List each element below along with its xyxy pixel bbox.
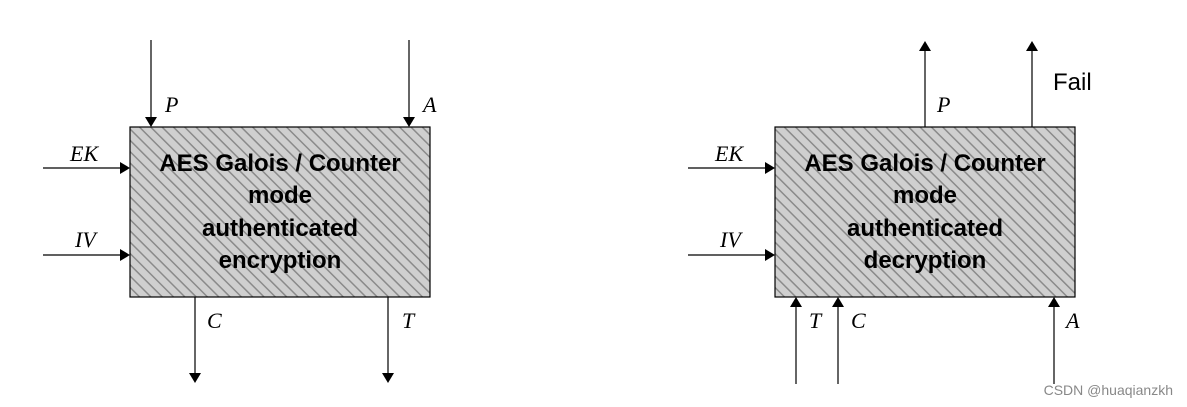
arrow-down-icon bbox=[189, 373, 201, 383]
decryption-title-line-4: decryption bbox=[864, 247, 987, 274]
encryption-plaintext-input: P bbox=[145, 40, 178, 127]
decryption-title-line-2: mode bbox=[893, 182, 957, 209]
encryption-block: AES Galois / Counter mode authenticated … bbox=[43, 40, 437, 383]
encryption-aad-label: A bbox=[421, 92, 437, 117]
arrow-up-icon bbox=[790, 297, 802, 307]
arrow-down-icon bbox=[145, 117, 157, 127]
encryption-title-line-1: AES Galois / Counter bbox=[159, 150, 400, 177]
decryption-title-line-3: authenticated bbox=[847, 215, 1003, 242]
arrow-down-icon bbox=[382, 373, 394, 383]
arrow-up-icon bbox=[1026, 41, 1038, 51]
decryption-aad-label: A bbox=[1064, 308, 1080, 333]
decryption-tag-label: T bbox=[809, 308, 823, 333]
arrow-up-icon bbox=[832, 297, 844, 307]
encryption-iv-input: IV bbox=[43, 227, 130, 261]
decryption-iv-input: IV bbox=[688, 227, 775, 261]
encryption-ciphertext-label: C bbox=[207, 308, 222, 333]
decryption-block: AES Galois / Counter mode authenticated … bbox=[688, 41, 1092, 384]
encryption-tag-output: T bbox=[382, 297, 416, 383]
decryption-iv-label: IV bbox=[719, 227, 743, 252]
arrow-up-icon bbox=[1048, 297, 1060, 307]
arrow-right-icon bbox=[765, 162, 775, 174]
arrow-down-icon bbox=[403, 117, 415, 127]
decryption-key-input: EK bbox=[688, 141, 775, 174]
arrow-up-icon bbox=[919, 41, 931, 51]
watermark-text: CSDN @huaqianzkh bbox=[1044, 382, 1173, 398]
encryption-ciphertext-output: C bbox=[189, 297, 222, 383]
encryption-key-input: EK bbox=[43, 141, 130, 174]
decryption-fail-label: Fail bbox=[1053, 69, 1092, 96]
arrow-right-icon bbox=[765, 249, 775, 261]
encryption-title-line-3: authenticated bbox=[202, 215, 358, 242]
decryption-ciphertext-label: C bbox=[851, 308, 866, 333]
encryption-title-line-4: encryption bbox=[219, 247, 342, 274]
decryption-box bbox=[774, 126, 1076, 298]
encryption-box bbox=[129, 126, 431, 298]
decryption-tag-input: T bbox=[790, 297, 823, 384]
encryption-key-label: EK bbox=[69, 141, 99, 166]
arrow-right-icon bbox=[120, 162, 130, 174]
decryption-plaintext-output: P bbox=[919, 41, 950, 127]
decryption-fail-output: Fail bbox=[1026, 41, 1092, 127]
encryption-plaintext-label: P bbox=[164, 92, 178, 117]
encryption-iv-label: IV bbox=[74, 227, 98, 252]
decryption-key-label: EK bbox=[714, 141, 744, 166]
decryption-plaintext-label: P bbox=[936, 92, 950, 117]
encryption-title-line-2: mode bbox=[248, 182, 312, 209]
arrow-right-icon bbox=[120, 249, 130, 261]
encryption-aad-input: A bbox=[403, 40, 437, 127]
decryption-aad-input: A bbox=[1048, 297, 1080, 384]
encryption-tag-label: T bbox=[402, 308, 416, 333]
decryption-title-line-1: AES Galois / Counter bbox=[804, 150, 1045, 177]
decryption-ciphertext-input: C bbox=[832, 297, 866, 384]
